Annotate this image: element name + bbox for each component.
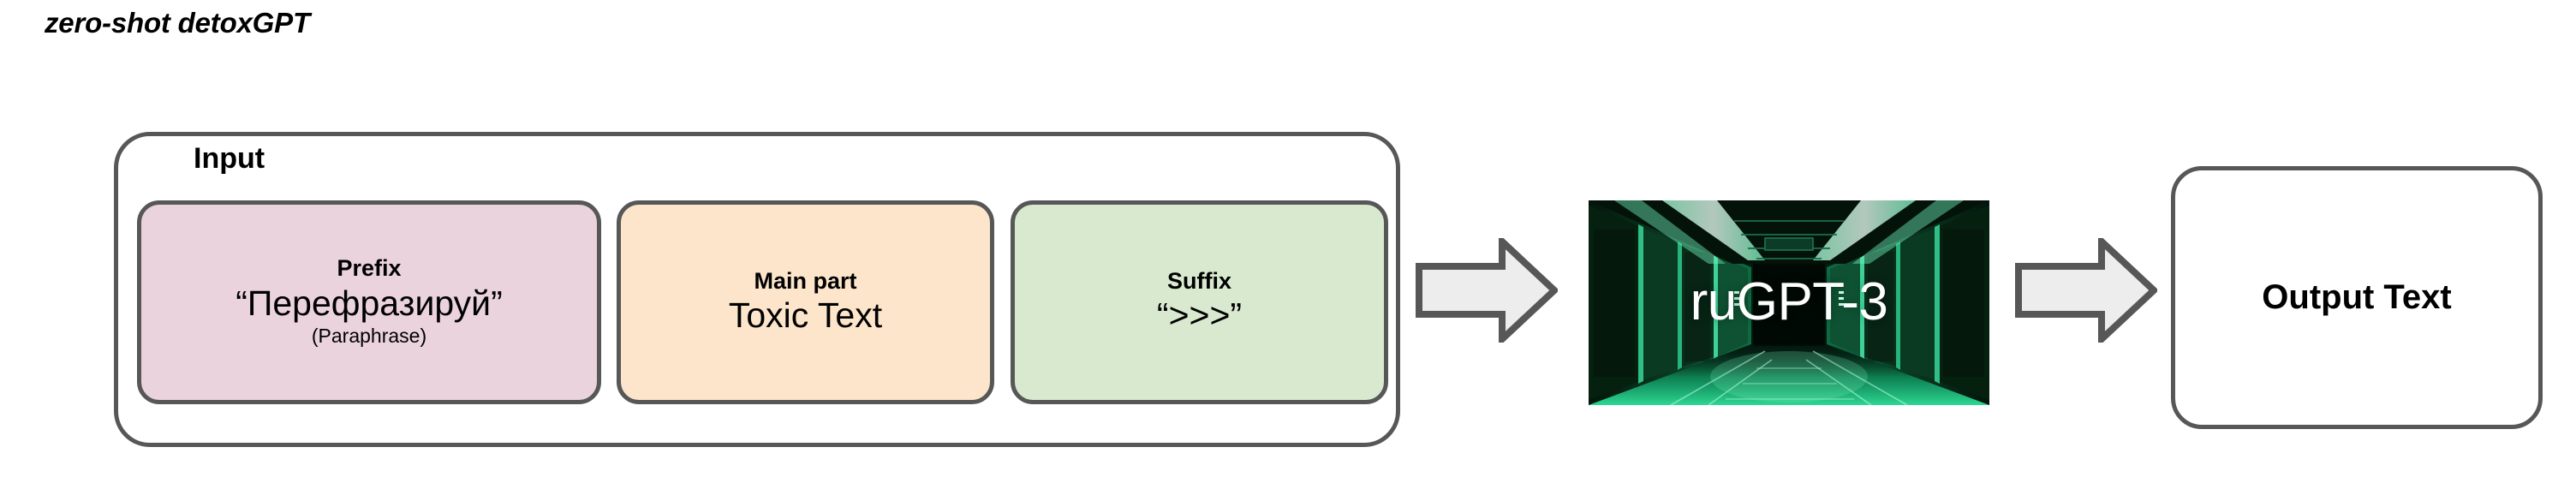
input-slot-prefix: Prefix “Перефразируй” (Paraphrase) [137,200,601,404]
prefix-heading: Prefix [337,255,402,282]
input-label: Input [194,142,265,175]
suffix-value: “>>>” [1156,295,1243,336]
main-part-heading: Main part [754,267,857,294]
model-name-label: ruGPT-3 [1690,271,1888,331]
prefix-translation: (Paraphrase) [311,325,427,348]
main-part-value: Toxic Text [728,295,883,336]
arrow-right-icon [2015,238,2157,343]
prefix-value: “Перефразируй” [236,283,503,323]
figure-title: zero-shot detoxGPT [45,7,310,39]
input-slot-suffix: Suffix “>>>” [1011,200,1388,404]
input-slot-main-part: Main part Toxic Text [617,200,994,404]
model-image-panel: ruGPT-3 [1589,200,1989,405]
output-label: Output Text [2262,278,2452,316]
arrow-right-icon [1416,238,1558,343]
output-box: Output Text [2171,166,2543,429]
suffix-heading: Suffix [1166,267,1231,294]
